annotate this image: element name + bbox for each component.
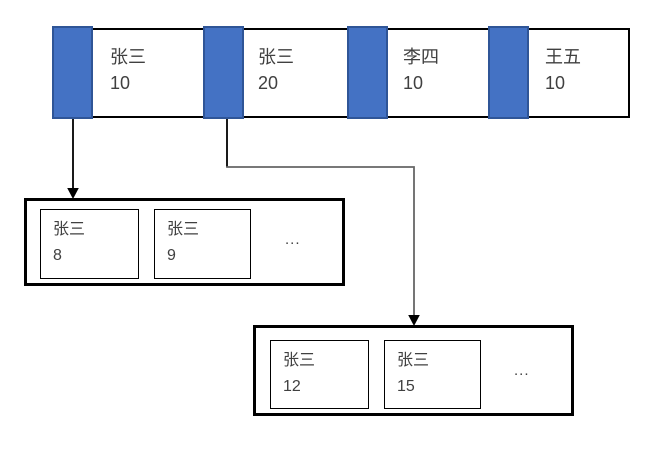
index-entry-1: 张三 10 <box>110 44 146 96</box>
posting-list-box-1: 张三 8 张三 9 ... <box>24 198 345 286</box>
posting-item: 张三 15 <box>384 340 481 409</box>
posting-item-name: 张三 <box>397 352 430 369</box>
arrow-line-elbow <box>226 166 415 316</box>
index-entry-name: 王五 <box>545 47 581 67</box>
posting-item-name: 张三 <box>167 221 200 238</box>
posting-item: 张三 9 <box>154 209 251 279</box>
index-entry-count: 10 <box>403 73 424 93</box>
index-entry-name: 张三 <box>110 47 146 67</box>
pointer-block-1 <box>52 26 93 119</box>
index-entry-name: 张三 <box>258 47 294 67</box>
index-row-box <box>52 28 630 118</box>
posting-item-value: 15 <box>397 378 415 395</box>
posting-item-name: 张三 <box>283 352 316 369</box>
index-entry-count: 20 <box>258 73 279 93</box>
index-entry-count: 10 <box>110 73 131 93</box>
index-entry-4: 王五 10 <box>545 44 581 96</box>
index-entry-3: 李四 10 <box>403 44 439 96</box>
pointer-block-3 <box>347 26 388 119</box>
arrowhead-down-icon <box>408 315 420 326</box>
more-items-ellipsis: ... <box>285 231 301 248</box>
more-items-ellipsis: ... <box>514 362 530 379</box>
posting-item-value: 12 <box>283 378 301 395</box>
pointer-block-4 <box>488 26 529 119</box>
posting-item: 张三 12 <box>270 340 369 409</box>
posting-item-value: 8 <box>53 247 62 264</box>
index-entry-count: 10 <box>545 73 566 93</box>
arrowhead-down-icon <box>67 188 79 199</box>
posting-list-box-2: 张三 12 张三 15 ... <box>253 325 574 416</box>
posting-item-value: 9 <box>167 247 176 264</box>
index-entry-2: 张三 20 <box>258 44 294 96</box>
posting-item-name: 张三 <box>53 221 86 238</box>
pointer-block-2 <box>203 26 244 119</box>
index-entry-name: 李四 <box>403 47 439 67</box>
posting-item: 张三 8 <box>40 209 139 279</box>
